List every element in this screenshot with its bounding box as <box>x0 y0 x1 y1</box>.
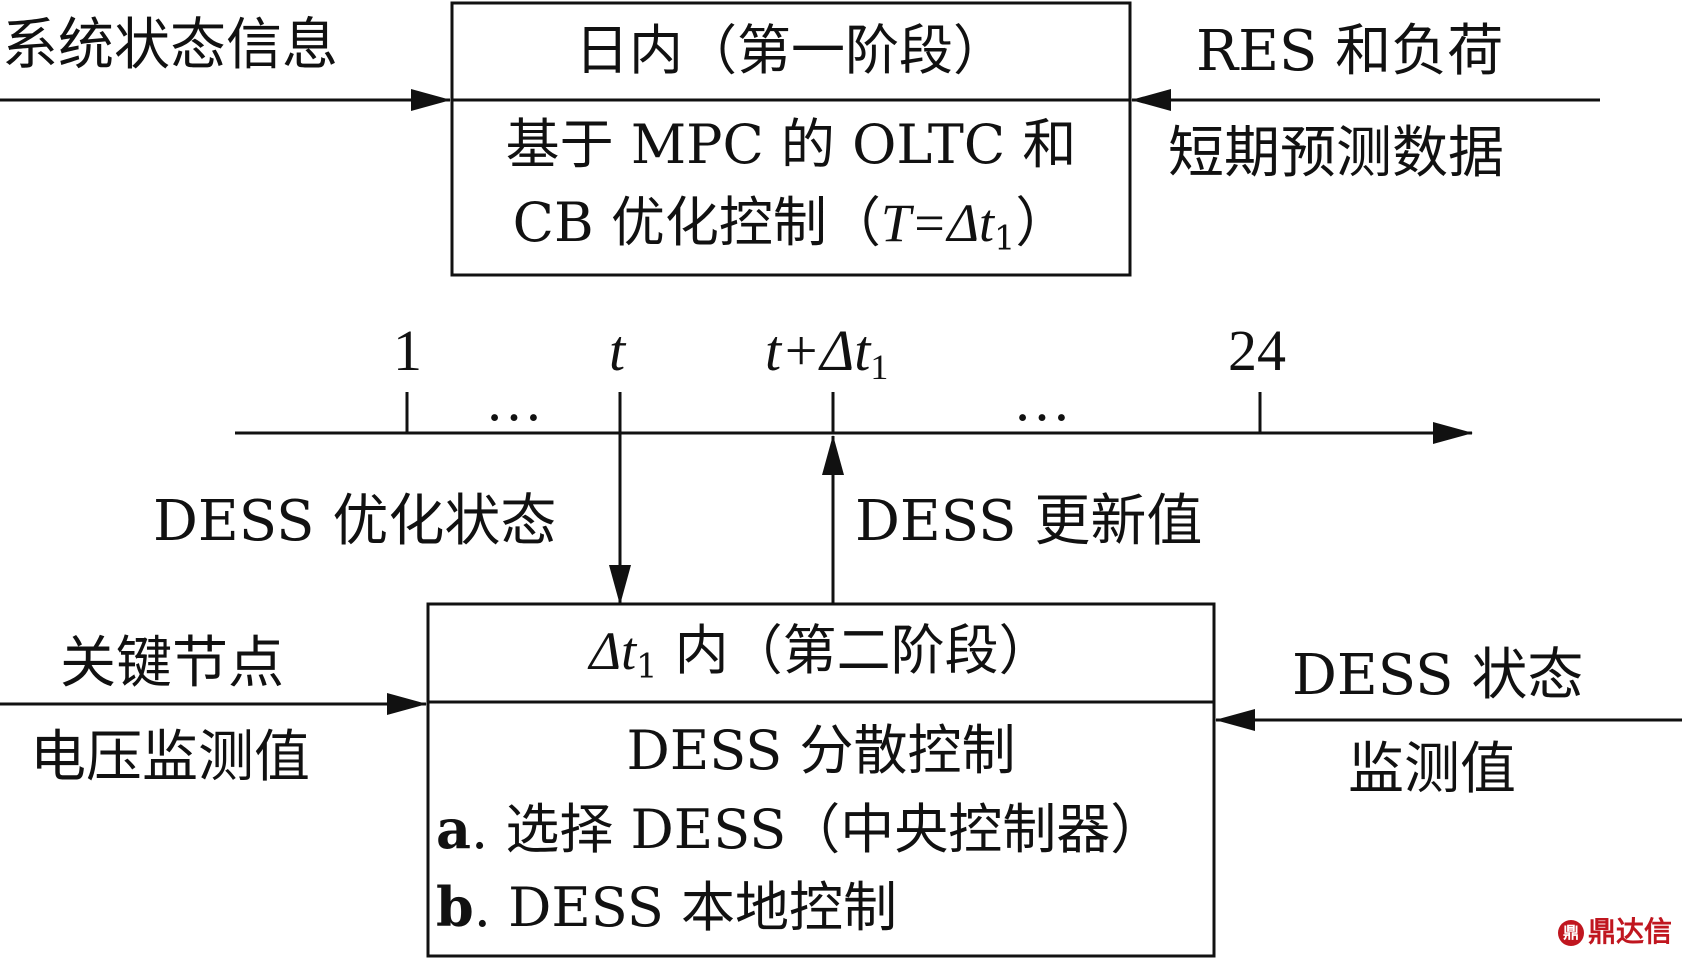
bottom-right-input-line1: DESS 状态 <box>1292 643 1584 708</box>
bottom-left-input-line1: 关键节点 <box>60 631 284 696</box>
top-right-input-line1: RES 和负荷 <box>1196 19 1504 84</box>
item-a-marker: a <box>436 797 471 861</box>
up-arrow-label: DESS 更新值 <box>855 489 1203 554</box>
watermark: 鼎鼎达信 <box>1557 910 1672 950</box>
top-box-formula: T=Δt <box>880 193 995 253</box>
bottom-box-line1: DESS 分散控制 <box>626 719 1016 782</box>
timeline-tick-t-label: t <box>609 318 626 383</box>
top-box <box>450 1 1132 277</box>
bottom-box-item-a: a. 选择 DESS（中央控制器） <box>436 802 1164 857</box>
item-a-text: . 选择 DESS（中央控制器） <box>471 798 1165 861</box>
bottom-box-title: Δt1 内（第二阶段） <box>428 624 1214 683</box>
top-right-input-line2: 短期预测数据 <box>1168 121 1504 186</box>
timeline-tick-24-label: 24 <box>1228 318 1286 383</box>
bottom-box-item-b: b. DESS 本地控制 <box>436 880 897 935</box>
top-box-line2-prefix: CB 优化控制（ <box>512 191 881 254</box>
top-box-line2-suffix: ） <box>1015 191 1070 254</box>
top-box-title: 日内（第一阶段） <box>575 19 1007 82</box>
bottom-box <box>426 602 1216 958</box>
top-box-formula-sub: 1 <box>994 218 1016 258</box>
bottom-right-input-line2: 监测值 <box>1348 737 1516 802</box>
bottom-left-input-line2: 电压监测值 <box>30 725 310 790</box>
timeline-tick-tdt-label: t+Δt1 <box>765 322 888 386</box>
top-box-line2: CB 优化控制（T=Δt1） <box>452 196 1130 255</box>
timeline-tick-tdt-sub: 1 <box>870 346 889 387</box>
top-box-line1: 基于 MPC 的 OLTC 和 <box>505 113 1077 176</box>
watermark-text: 鼎达信 <box>1587 915 1672 948</box>
timeline-tick-tdt-main: t+Δt <box>765 318 871 383</box>
down-arrow-label: DESS 优化状态 <box>153 489 557 554</box>
bottom-box-title-main: Δt <box>589 621 637 681</box>
item-b-text: . DESS 本地控制 <box>473 876 898 939</box>
bottom-box-title-sub: 1 <box>636 646 658 686</box>
timeline-dots-1: … <box>485 368 543 433</box>
item-b-marker: b <box>436 875 474 939</box>
bottom-box-title-suffix: 内（第二阶段） <box>657 619 1053 682</box>
timeline-dots-2: … <box>1013 368 1071 433</box>
top-left-input-label: 系统状态信息 <box>2 13 338 78</box>
watermark-logo-icon: 鼎 <box>1557 920 1584 946</box>
timeline-tick-1-label: 1 <box>393 318 422 383</box>
